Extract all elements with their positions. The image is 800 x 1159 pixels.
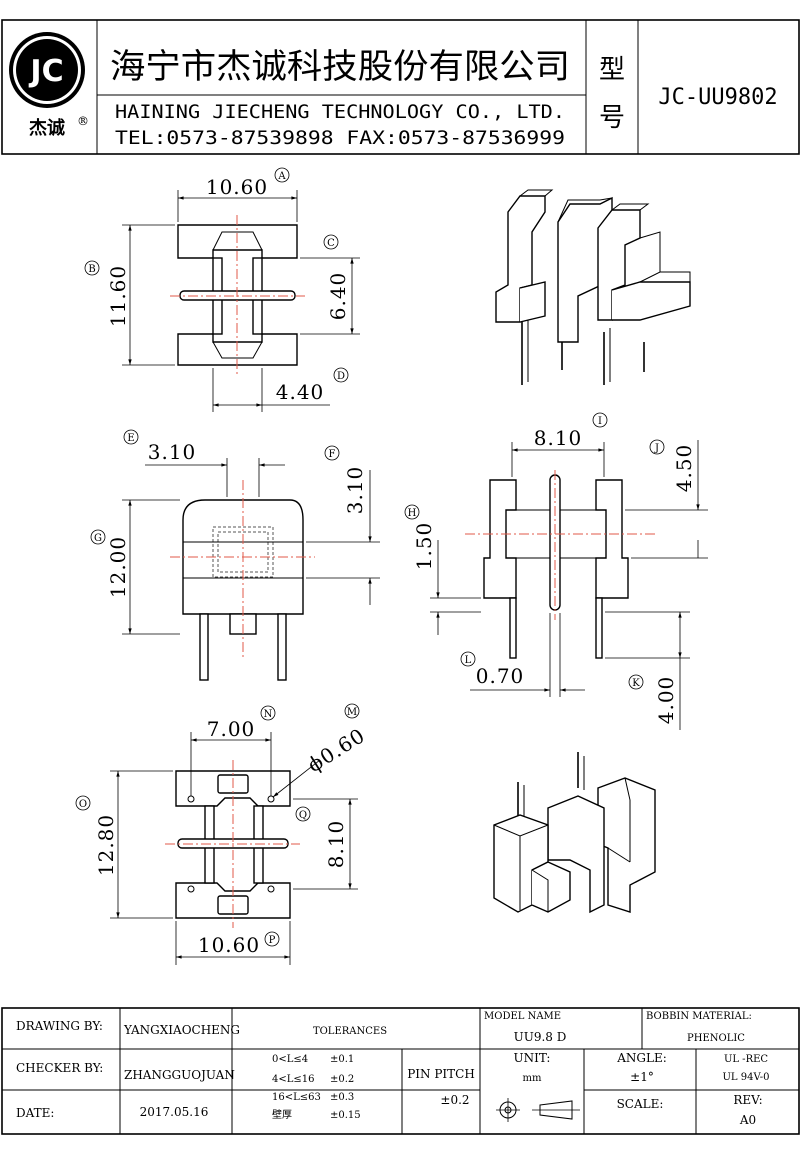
tol-range-1: 0<L≤4 — [272, 1054, 308, 1065]
bobbin-material-value: PHENOLIC — [687, 1033, 745, 1044]
dim-D-value: 4.40 — [276, 380, 325, 404]
tolerances-label: TOLERANCES — [313, 1026, 387, 1037]
dim-M-label: M — [347, 707, 357, 718]
tol-value-2: ±0.2 — [330, 1074, 354, 1085]
tol-value-1: ±0.1 — [330, 1054, 354, 1065]
dim-P-label: P — [269, 935, 276, 946]
tol-range-3: 16<L≤63 — [272, 1092, 321, 1103]
dim-G-label: G — [94, 533, 102, 544]
angle-label: ANGLE: — [616, 1051, 667, 1065]
drawing-by-value: YANGXIAOCHENG — [123, 1023, 240, 1037]
dim-C-label: C — [327, 238, 335, 249]
header: JC 杰诚 ® 海宁市杰诚科技股份有限公司 HAINING JIECHENG T… — [1, 19, 800, 155]
dim-A-label: A — [277, 171, 286, 182]
rev-label: REV: — [733, 1093, 762, 1107]
company-contact: TEL:0573-87539898 FAX:0573-87536999 — [115, 127, 565, 149]
dim-J-value: 4.50 — [672, 444, 696, 493]
date-label: DATE: — [16, 1106, 54, 1120]
company-name-cn: 海宁市杰诚科技股份有限公司 — [110, 47, 570, 87]
dim-P-value: 10.60 — [198, 933, 260, 957]
model-number: JC-UU9802 — [658, 85, 777, 110]
dim-B-label: B — [88, 264, 95, 275]
checker-by-label: CHECKER BY: — [16, 1061, 103, 1075]
unit-value: mm — [523, 1073, 542, 1084]
ul-cert-1: UL -REC — [724, 1054, 768, 1065]
dim-K-label: K — [632, 678, 640, 689]
dim-H-label: H — [408, 508, 417, 519]
dim-D-label: D — [337, 371, 345, 382]
dim-F-label: F — [329, 449, 336, 460]
dim-H-value: 1.50 — [412, 522, 436, 571]
pin-pitch-label: PIN PITCH — [407, 1067, 475, 1081]
side-view: 3.10 E 3.10 F 12.00 G — [90, 429, 380, 681]
dim-Q-value: 8.10 — [324, 820, 348, 869]
pin-pitch-value: ±0.2 — [440, 1093, 469, 1107]
dim-L-value: 0.70 — [476, 664, 525, 688]
company-logo: JC 杰诚 ® — [9, 32, 89, 139]
dim-L-label: L — [465, 655, 472, 666]
isometric-view-top — [495, 189, 691, 385]
model-label-top: 型 — [599, 55, 625, 85]
dim-F-value: 3.10 — [343, 466, 367, 515]
title-block: DRAWING BY: YANGXIAOCHENG CHECKER BY: ZH… — [1, 1007, 800, 1135]
dim-J-label: J — [654, 443, 659, 454]
top-view: 7.00 N ϕ0.60 M 12.80 O 8.10 Q 10.60 P — [75, 703, 369, 965]
registered-mark: ® — [77, 114, 89, 128]
dim-C-value: 6.40 — [326, 272, 350, 321]
tol-range-4: 壁厚 — [272, 1108, 292, 1121]
dim-E-label: E — [127, 433, 134, 444]
dim-N-value: 7.00 — [207, 717, 256, 741]
projection-symbol — [496, 1098, 580, 1122]
dim-I-label: I — [598, 416, 602, 427]
dim-A-value: 10.60 — [206, 175, 268, 199]
dim-K-value: 4.00 — [654, 676, 678, 725]
ul-cert-2: UL 94V-0 — [722, 1072, 769, 1083]
dim-G-value: 12.00 — [106, 536, 130, 598]
section-view: 8.10 I 4.50 J 1.50 H 4.00 K 0.70 L — [404, 412, 708, 730]
tol-range-2: 4<L≤16 — [272, 1074, 315, 1085]
model-label-bottom: 号 — [599, 103, 625, 133]
isometric-view-bottom — [493, 752, 656, 914]
company-name-en: HAINING JIECHENG TECHNOLOGY CO., LTD. — [115, 101, 565, 123]
logo-chinese: 杰诚 — [29, 117, 65, 139]
dim-E-value: 3.10 — [148, 440, 197, 464]
dim-N-label: N — [264, 709, 273, 720]
tol-value-4: ±0.15 — [330, 1110, 361, 1121]
dim-O-label: O — [79, 799, 87, 810]
front-view: 10.60 A 11.60 B 6.40 C 4.40 D — [84, 167, 360, 412]
tol-value-3: ±0.3 — [330, 1092, 354, 1103]
dim-Q-label: Q — [299, 810, 307, 821]
model-name-value: UU9.8 D — [514, 1030, 567, 1044]
dim-O-value: 12.80 — [94, 814, 118, 876]
bobbin-material-label: BOBBIN MATERIAL: — [646, 1011, 752, 1022]
scale-label: SCALE: — [617, 1097, 664, 1111]
dim-M-value: ϕ0.60 — [303, 723, 369, 777]
logo-text: JC — [28, 54, 63, 89]
dim-I-value: 8.10 — [534, 426, 583, 450]
dim-B-value: 11.60 — [106, 265, 130, 327]
unit-label: UNIT: — [514, 1051, 551, 1065]
checker-by-value: ZHANGGUOJUAN — [124, 1068, 235, 1082]
rev-value: A0 — [739, 1113, 756, 1127]
angle-value: ±1° — [630, 1070, 654, 1084]
date-value: 2017.05.16 — [140, 1105, 209, 1119]
drawing-by-label: DRAWING BY: — [16, 1019, 103, 1033]
model-name-label: MODEL NAME — [484, 1011, 561, 1022]
